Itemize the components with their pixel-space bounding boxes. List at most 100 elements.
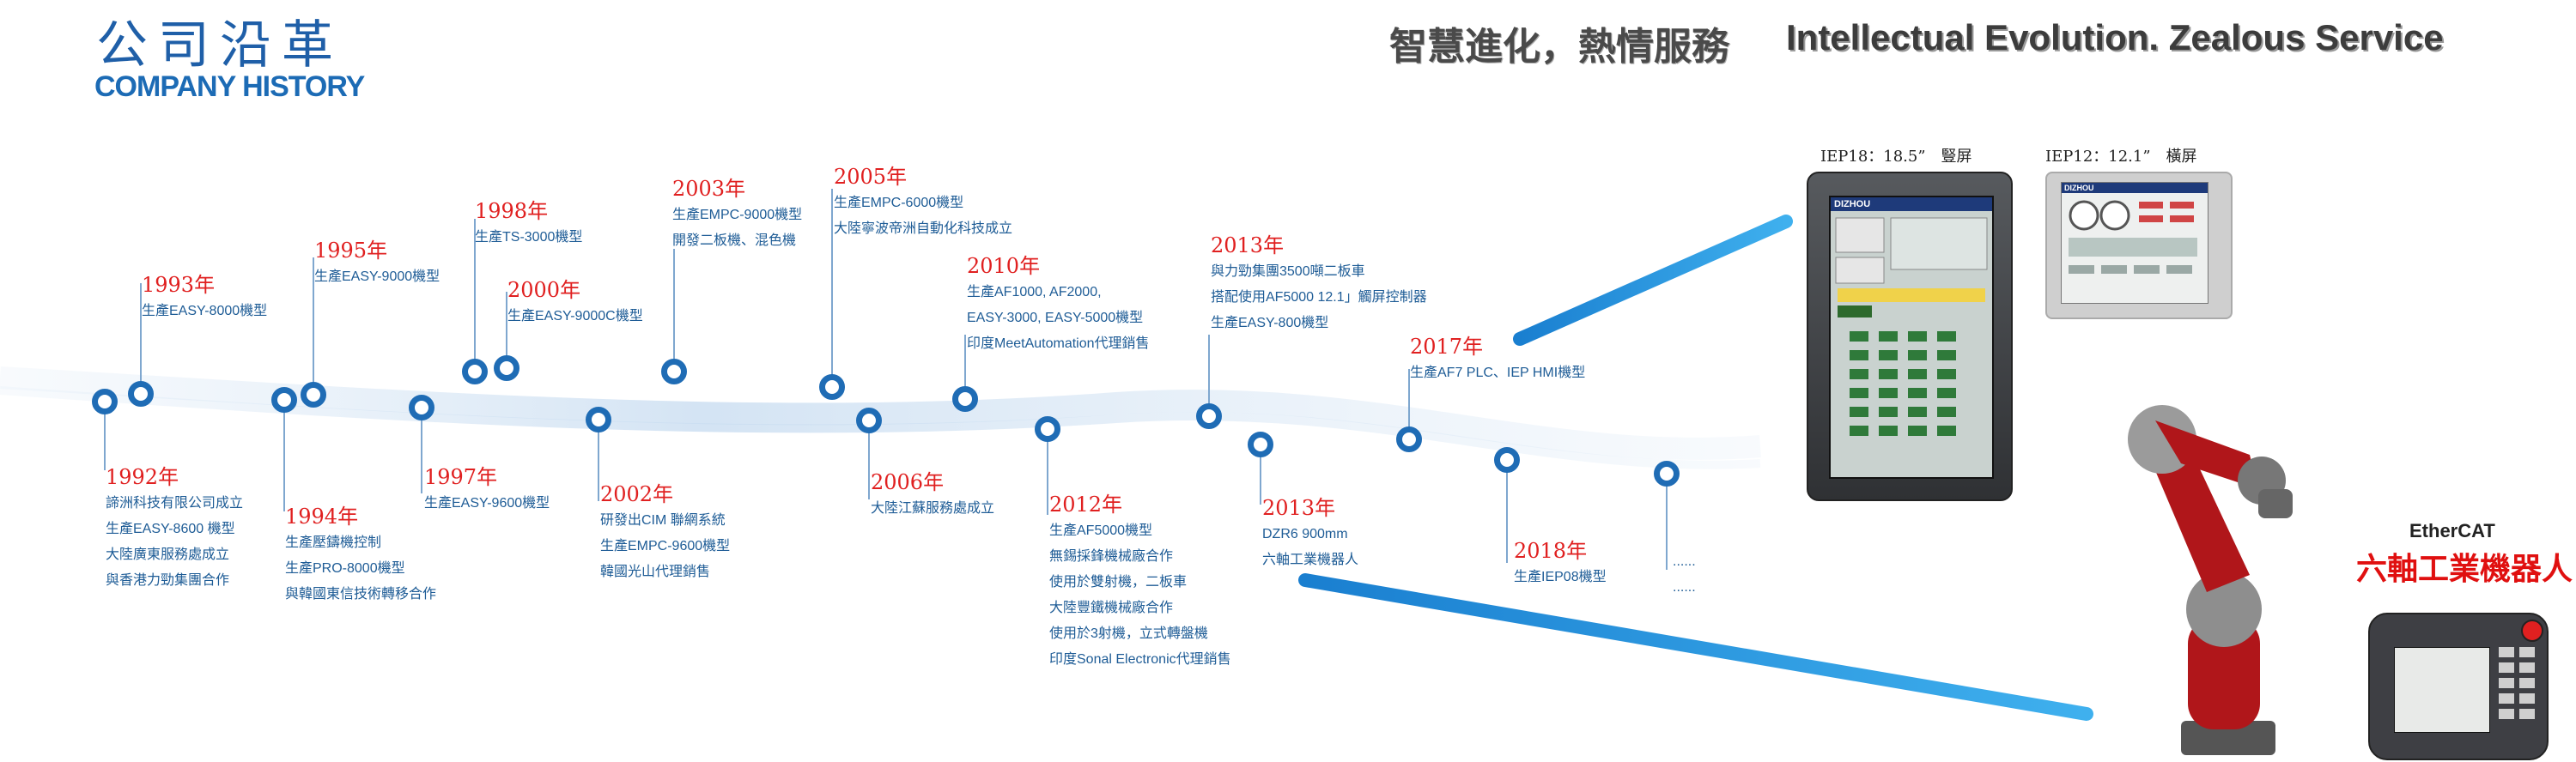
iep12-caption: IEP12：12.1” 橫屏 (2045, 148, 2197, 166)
event-line: 印度Sonal Electronic代理銷售 (1049, 652, 1231, 667)
event-line: 六軸工業機器人 (1262, 553, 1359, 567)
event-2017: 2017年 生產AF7 PLC、IEP HMI機型 (1410, 333, 1585, 386)
event-line: 生產AF7 PLC、IEP HMI機型 (1410, 366, 1586, 380)
event-2002: 2002年 研發出CIM 聯網系統 生產EMPC-9600機型 韓國光山代理銷售 (600, 481, 730, 585)
page-subtitle: COMPANY HISTORY (94, 70, 365, 103)
event-line: 生產壓鑄機控制 (285, 535, 382, 550)
screen-brand: DIZHOU (2062, 183, 2208, 193)
arrow-lower (1298, 573, 2093, 721)
event-2010: 2010年 生產AF1000, AF2000, EASY-3000, EASY-… (967, 252, 1150, 357)
event-line: 大陸寧波帝洲自動化科技成立 (834, 221, 1013, 236)
event-line: 大陸廣東服務處成立 (106, 547, 230, 562)
event-year: 2003年 (672, 177, 746, 201)
event-line: 大陸江蘇服務處成立 (871, 501, 995, 516)
event-line: 生產EASY-9000C機型 (507, 309, 643, 324)
event-year: 2000年 (507, 278, 581, 302)
event-line: 大陸豐鐵機械廠合作 (1049, 601, 1174, 615)
event-line: 諦洲科技有限公司成立 (106, 496, 244, 511)
iep18-screen: DIZHOU (1829, 196, 1994, 479)
screen-ui-graphic (2069, 200, 2197, 274)
event-1992: 1992年 諦洲科技有限公司成立 生產EASY-8600 機型 大陸廣東服務處成… (106, 463, 243, 594)
iep12-panel-image: DIZHOU (2045, 172, 2233, 319)
teach-pendant-screen (2394, 647, 2490, 733)
timeline-node-2000 (494, 355, 519, 381)
event-year: 2002年 (600, 482, 674, 506)
event-line: 搭配使用AF5000 12.1」觸屏控制器 (1211, 290, 1427, 305)
event-2006: 2006年 大陸江蘇服務處成立 (871, 469, 994, 522)
event-future: ...... ...... (1673, 549, 1696, 601)
arrow-upper (1513, 215, 1793, 346)
timeline-node-1997 (409, 395, 434, 420)
event-year: 2006年 (871, 470, 945, 494)
event-line: 韓國光山代理銷售 (600, 565, 711, 579)
timeline-node-1995 (301, 382, 326, 408)
event-2005: 2005年 生產EMPC-6000機型 大陸寧波帝洲自動化科技成立 (834, 163, 1012, 242)
event-line: EASY-3000, EASY-5000機型 (967, 311, 1144, 325)
event-line: 生產EMPC-9600機型 (600, 539, 731, 553)
robot-label: 六軸工業機器人 (2356, 551, 2573, 586)
event-year: 2005年 (834, 165, 908, 189)
slogan-chinese: 智慧進化，熱情服務 (1389, 26, 1729, 68)
event-line: 生產EMPC-9000機型 (672, 208, 803, 222)
event-year: 1998年 (475, 199, 549, 223)
event-line: 印度MeetAutomation代理銷售 (967, 336, 1150, 351)
event-line: 生產EASY-8000機型 (142, 304, 268, 318)
timeline-node-1998 (462, 359, 488, 384)
timeline-node-1994 (271, 387, 297, 413)
event-year: 1992年 (106, 465, 179, 489)
event-1995: 1995年 生產EASY-9000機型 (314, 237, 440, 290)
event-year: 2013年 (1262, 496, 1336, 520)
event-1997: 1997年 生產EASY-9600機型 (424, 463, 550, 517)
event-2013-b: 2013年 DZR6 900mm 六軸工業機器人 (1262, 494, 1358, 573)
event-2018: 2018年 生產IEP08機型 (1514, 537, 1607, 590)
event-year: 2010年 (967, 254, 1041, 278)
event-year: 2017年 (1410, 335, 1484, 359)
emergency-stop-icon (2521, 620, 2543, 642)
event-2013-a: 2013年 與力勁集團3500噸二板車 搭配使用AF5000 12.1」觸屏控制… (1211, 232, 1427, 336)
timeline-node-2006 (856, 408, 882, 433)
timeline-node-future (1654, 461, 1680, 487)
event-line: 開發二板機、混色機 (672, 233, 797, 248)
page-title: 公司沿革 (96, 15, 343, 76)
event-1998: 1998年 生產TS-3000機型 (475, 197, 582, 251)
event-line: 生產EASY-8600 機型 (106, 522, 235, 536)
pendant-keypad (2499, 647, 2535, 719)
event-line: 生產EASY-800機型 (1211, 316, 1329, 330)
event-year: 1993年 (142, 273, 216, 297)
event-year: 1995年 (314, 239, 388, 263)
timeline-node-2005 (819, 374, 845, 400)
event-line: 生產EASY-9600機型 (424, 496, 550, 511)
event-line: DZR6 900mm (1262, 527, 1348, 541)
event-year: 2018年 (1514, 539, 1588, 563)
event-1993: 1993年 生產EASY-8000機型 (142, 271, 267, 324)
event-year: 2012年 (1049, 493, 1123, 517)
event-line: 生產EASY-9000機型 (314, 269, 440, 284)
event-line: 與香港力勁集團合作 (106, 573, 230, 588)
timeline-node-2013-b (1248, 432, 1273, 457)
event-line: 生產IEP08機型 (1514, 570, 1607, 584)
event-line: 無錫採鋒機械廠合作 (1049, 549, 1174, 564)
teach-pendant-image (2368, 613, 2549, 760)
timeline-node-1992 (92, 389, 118, 414)
event-year: 2013年 (1211, 233, 1285, 257)
iep18-caption: IEP18：18.5” 豎屏 (1820, 148, 1972, 166)
timeline-node-2003 (661, 359, 687, 384)
iep12-screen: DIZHOU (2061, 182, 2208, 304)
robot-arm-image (2128, 405, 2293, 755)
timeline-node-2018 (1494, 447, 1520, 473)
event-line: 生產EMPC-6000機型 (834, 196, 964, 210)
event-line: ...... (1673, 554, 1696, 569)
event-line: 生產AF5000機型 (1049, 523, 1153, 538)
event-2003: 2003年 生產EMPC-9000機型 開發二板機、混色機 (672, 175, 802, 254)
timeline-node-2012 (1035, 416, 1060, 442)
event-line: 研發出CIM 聯網系統 (600, 513, 726, 528)
event-line: 生產PRO-8000機型 (285, 561, 405, 576)
event-line: 使用於3射機，立式轉盤機 (1049, 626, 1208, 641)
event-year: 1997年 (424, 465, 498, 489)
event-2000: 2000年 生產EASY-9000C機型 (507, 276, 643, 330)
timeline-node-1993 (128, 381, 154, 407)
timeline-node-2013-a (1196, 403, 1222, 429)
event-2012: 2012年 生產AF5000機型 無錫採鋒機械廠合作 使用於雙射機，二板車 大陸… (1049, 491, 1231, 673)
event-1994: 1994年 生產壓鑄機控制 生產PRO-8000機型 與韓國東信技術轉移合作 (285, 503, 436, 608)
